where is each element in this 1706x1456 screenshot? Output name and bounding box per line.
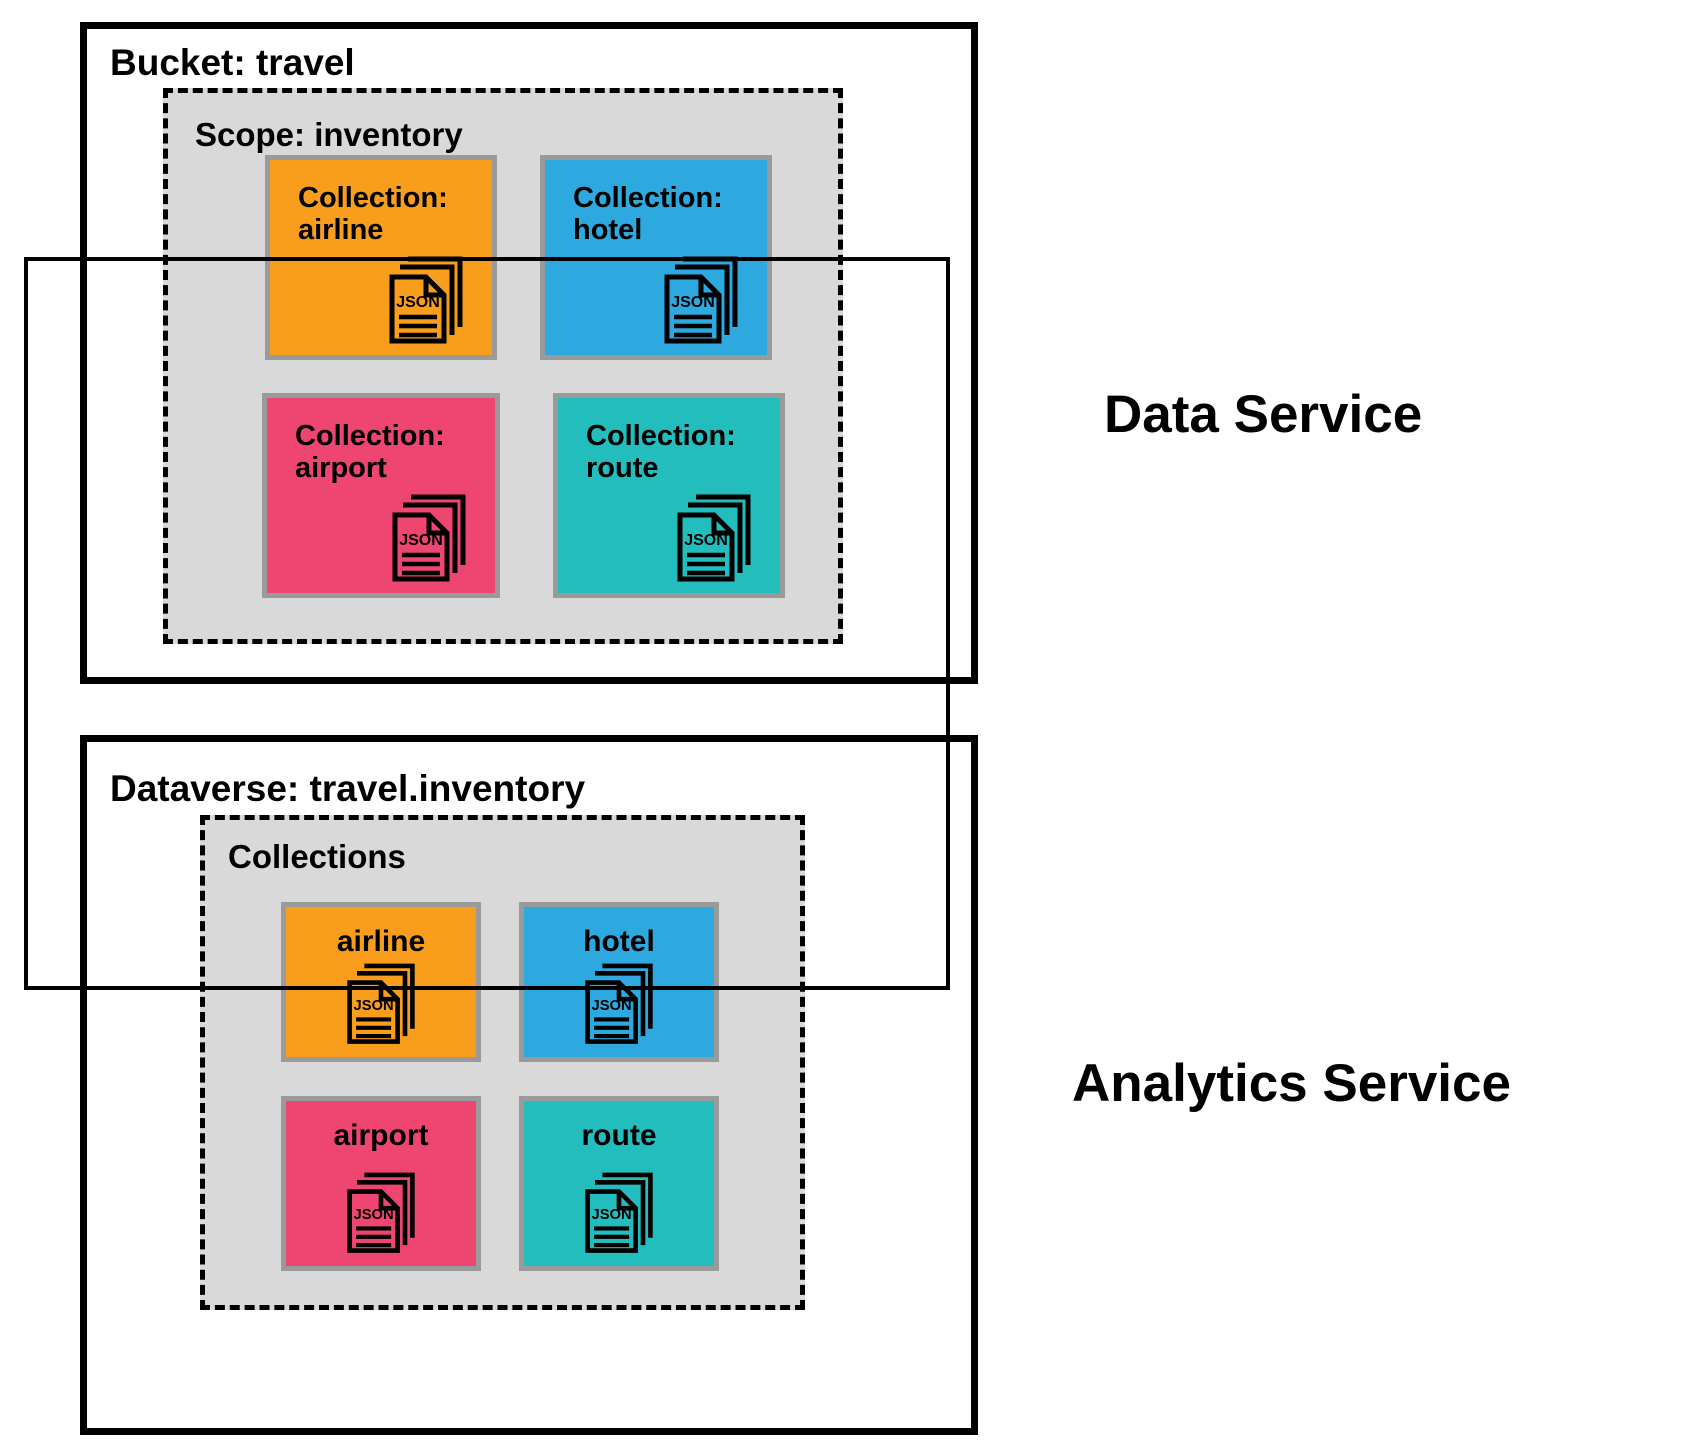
analytics-collection-card-airport[interactable]: airport JSON	[281, 1096, 481, 1271]
collection-name: airport	[295, 452, 387, 485]
collection-card-airline[interactable]: Collection:airline JSON	[265, 155, 497, 360]
json-documents-icon: JSON	[333, 1162, 429, 1258]
json-documents-icon: JSON	[571, 953, 667, 1049]
analytics-service-container	[80, 735, 978, 1435]
collection-name: hotel	[573, 214, 643, 247]
collection-prefix: Collection:	[295, 420, 445, 452]
collection-card-hotel-label: Collection:hotel	[573, 182, 723, 247]
json-documents-icon: JSON	[662, 483, 766, 587]
json-documents-icon: JSON	[374, 245, 478, 349]
dataverse-title: Dataverse: travel.inventory	[110, 768, 586, 809]
data-service-label: Data Service	[1104, 385, 1423, 444]
analytics-collection-card-route[interactable]: route JSON	[519, 1096, 719, 1271]
collection-card-airline-label: Collection:airline	[298, 182, 448, 247]
json-documents-icon: JSON	[333, 953, 429, 1049]
svg-text:JSON: JSON	[671, 294, 715, 311]
collection-prefix: Collection:	[586, 420, 736, 452]
svg-text:JSON: JSON	[354, 1207, 394, 1223]
json-documents-icon: JSON	[377, 483, 481, 587]
svg-text:JSON: JSON	[396, 294, 440, 311]
collection-prefix: Collection:	[573, 182, 723, 214]
analytics-service-label: Analytics Service	[1072, 1054, 1511, 1113]
svg-text:JSON: JSON	[592, 1207, 632, 1223]
analytics-collection-card-airport-label: airport	[333, 1119, 429, 1152]
bucket-title: Bucket: travel	[110, 42, 355, 83]
collection-name: route	[586, 452, 659, 485]
collection-card-route[interactable]: Collection:route JSON	[553, 393, 785, 598]
collection-card-airport[interactable]: Collection:airport JSON	[262, 393, 500, 598]
collection-card-airport-label: Collection:airport	[295, 420, 445, 485]
scope-title: Scope: inventory	[195, 116, 463, 153]
analytics-collection-card-airline-label: airline	[336, 925, 426, 958]
analytics-collection-card-hotel-label: hotel	[583, 925, 655, 958]
json-documents-icon: JSON	[571, 1162, 667, 1258]
svg-text:JSON: JSON	[684, 532, 728, 549]
svg-text:JSON: JSON	[592, 998, 632, 1014]
analytics-collection-card-route-label: route	[581, 1119, 657, 1152]
collection-card-hotel[interactable]: Collection:hotel JSON	[540, 155, 772, 360]
collection-prefix: Collection:	[298, 182, 448, 214]
svg-text:JSON: JSON	[399, 532, 443, 549]
collection-card-route-label: Collection:route	[586, 420, 736, 485]
data-service-container	[80, 22, 978, 684]
json-documents-icon: JSON	[649, 245, 753, 349]
collections-title: Collections	[228, 838, 406, 875]
analytics-collection-card-airline[interactable]: airline JSON	[281, 902, 481, 1062]
collection-name: airline	[298, 214, 384, 247]
analytics-collection-card-hotel[interactable]: hotel JSON	[519, 902, 719, 1062]
svg-text:JSON: JSON	[354, 998, 394, 1014]
